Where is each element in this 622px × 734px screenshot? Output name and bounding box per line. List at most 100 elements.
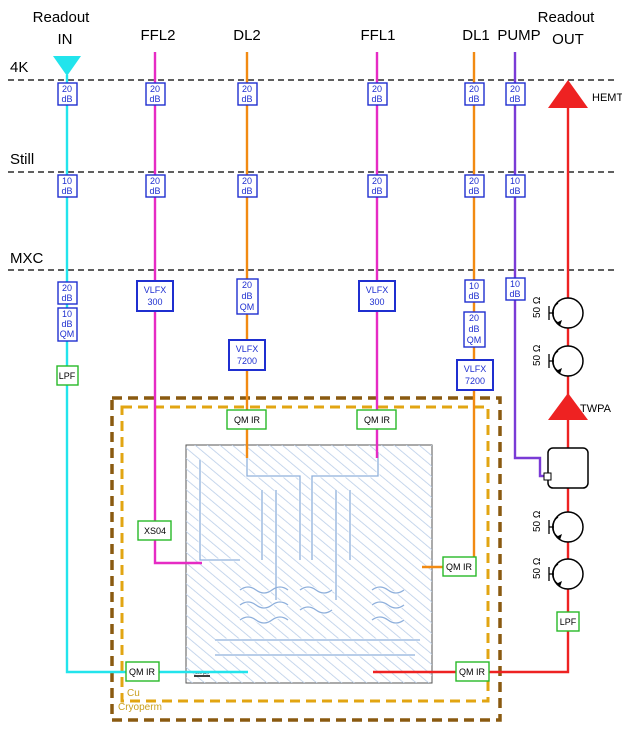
svg-text:20: 20 — [242, 280, 252, 290]
label-ffl1: FFL1 — [360, 27, 395, 44]
svg-text:7200: 7200 — [465, 376, 485, 386]
label-readout-in-line1: Readout — [33, 9, 91, 26]
svg-text:20: 20 — [510, 84, 520, 94]
qmir-dl1: QM IR — [442, 556, 477, 577]
svg-text:dB: dB — [61, 319, 72, 329]
svg-text:20: 20 — [62, 84, 72, 94]
svg-text:dB: dB — [61, 94, 72, 104]
svg-text:dB: dB — [468, 94, 479, 104]
svg-text:VLFX: VLFX — [236, 344, 259, 354]
ohm-label-4: 50 Ω — [532, 557, 543, 579]
svg-text:dB: dB — [468, 186, 479, 196]
vlfx7200-dl2: VLFX 7200 — [228, 339, 266, 371]
stage-mxc: MXC — [10, 250, 44, 267]
svg-text:300: 300 — [369, 297, 384, 307]
svg-text:VLFX: VLFX — [144, 285, 167, 295]
svg-text:XS04: XS04 — [144, 526, 166, 536]
circulator-3-icon — [548, 511, 584, 543]
svg-text:10: 10 — [510, 176, 520, 186]
svg-text:20: 20 — [150, 84, 160, 94]
svg-text:20: 20 — [372, 176, 382, 186]
svg-text:20: 20 — [372, 84, 382, 94]
svg-text:LPF: LPF — [59, 371, 76, 381]
svg-text:dB: dB — [371, 186, 382, 196]
svg-text:dB: dB — [468, 291, 479, 301]
svg-text:dB: dB — [509, 94, 520, 104]
coupler-port-icon — [543, 472, 552, 481]
label-dl1: DL1 — [462, 27, 490, 44]
ohm-label-2: 50 Ω — [532, 344, 543, 366]
qmir-ffl1: QM IR — [356, 409, 397, 430]
vlfx300-ffl2: VLFX 300 — [136, 280, 174, 312]
svg-text:300: 300 — [147, 297, 162, 307]
twpa-label: TWPA — [580, 403, 612, 415]
label-readout-out-line1: Readout — [538, 9, 596, 26]
hemt-amplifier-icon — [548, 80, 588, 108]
cu-label: Cu — [127, 688, 140, 699]
svg-text:10: 10 — [469, 281, 479, 291]
ohm-label-1: 50 Ω — [532, 296, 543, 318]
svg-text:20: 20 — [242, 84, 252, 94]
readout-out-chain: HEMT 50 Ω 50 Ω TWPA — [532, 80, 622, 632]
svg-text:dB: dB — [371, 94, 382, 104]
svg-text:dB: dB — [241, 291, 252, 301]
svg-text:20: 20 — [469, 84, 479, 94]
label-dl2: DL2 — [233, 27, 261, 44]
svg-text:VLFX: VLFX — [366, 285, 389, 295]
svg-text:dB: dB — [241, 186, 252, 196]
qmir-readout-in: QM IR — [125, 661, 160, 682]
svg-text:dB: dB — [149, 94, 160, 104]
circulator-4-icon — [548, 558, 584, 590]
hemt-label: HEMT — [592, 92, 622, 104]
svg-text:LPF: LPF — [560, 617, 577, 627]
svg-text:dB: dB — [241, 94, 252, 104]
qmir-dl2: QM IR — [226, 409, 267, 430]
cu-shield — [120, 405, 490, 703]
directional-coupler-icon — [547, 447, 589, 489]
svg-text:dB: dB — [61, 186, 72, 196]
svg-text:10: 10 — [510, 279, 520, 289]
qmir-readout-out: QM IR — [455, 661, 490, 682]
stage-4k: 4K — [10, 59, 28, 76]
svg-text:dB: dB — [61, 293, 72, 303]
label-pump: PUMP — [497, 27, 540, 44]
svg-text:20: 20 — [469, 176, 479, 186]
svg-text:QM: QM — [467, 335, 482, 345]
svg-text:dB: dB — [149, 186, 160, 196]
svg-text:dB: dB — [509, 186, 520, 196]
chip-image: 300 μm — [185, 444, 433, 684]
svg-text:7200: 7200 — [237, 356, 257, 366]
svg-text:dB: dB — [468, 324, 479, 334]
cryoperm-shield — [110, 396, 502, 722]
line-readout-in — [65, 75, 248, 674]
svg-text:QM IR: QM IR — [446, 562, 472, 572]
top-labels: Readout IN FFL2 DL2 FFL1 DL1 PUMP Readou… — [33, 9, 596, 48]
svg-text:dB: dB — [509, 289, 520, 299]
svg-text:QM: QM — [60, 329, 75, 339]
xs04-ffl2: XS04 — [137, 520, 172, 541]
svg-text:20: 20 — [242, 176, 252, 186]
twpa-amplifier-icon — [548, 393, 588, 420]
vlfx300-ffl1: VLFX 300 — [358, 280, 396, 312]
svg-text:QM IR: QM IR — [364, 415, 390, 425]
lpf-out: LPF — [556, 611, 580, 632]
circulator-1-icon — [548, 297, 584, 329]
